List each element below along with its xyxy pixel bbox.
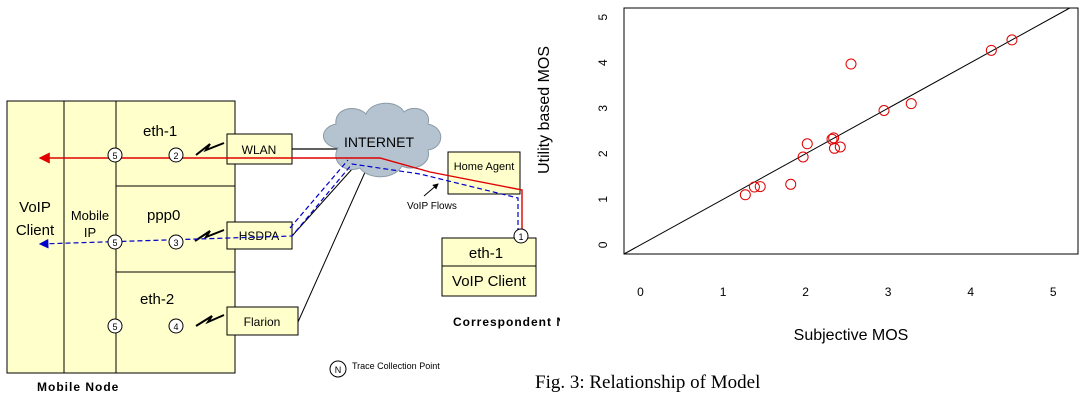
trace-point: 2 [168, 147, 184, 163]
voip-flows-label: VoIP Flows [407, 201, 457, 212]
data-point [754, 181, 766, 193]
hsdpa-box [226, 221, 293, 250]
trace-point: 5 [107, 234, 123, 250]
cn-iface-label: eth-1 [469, 245, 503, 262]
plot-frame [623, 7, 1079, 255]
trace-legend-text: Trace Collection Point [352, 361, 440, 371]
y-tick-label: 5 [596, 13, 610, 20]
y-axis-label: Utility based MOS [536, 46, 553, 174]
reference-line [623, 7, 1070, 255]
data-point [878, 105, 890, 116]
figure-caption: Fig. 3: Relationship of Model [535, 372, 761, 393]
data-point [785, 178, 797, 190]
mobile-node-title: Mobile Node [37, 380, 119, 394]
svg-text:5: 5 [112, 151, 117, 161]
network-diagram: VoIP Client Mobile IP eth-1 ppp0 eth-2 M… [6, 100, 560, 394]
mobile-ip-label-2: IP [84, 225, 96, 240]
flarion-box [226, 306, 299, 336]
wireless-bolt-1 [195, 142, 225, 156]
svg-text:5: 5 [112, 238, 117, 248]
svg-text:2: 2 [173, 151, 178, 161]
wireless-bolt-3 [195, 314, 225, 327]
data-point [828, 142, 840, 154]
trace-point: 1 [513, 228, 529, 244]
voip-client-label-2: Client [16, 222, 55, 239]
trace-point: 4 [168, 318, 184, 334]
x-tick-label: 2 [802, 285, 809, 299]
wlan-box [226, 133, 293, 165]
data-point [985, 44, 997, 56]
data-point [797, 151, 809, 163]
svg-text:4: 4 [173, 322, 178, 332]
x-axis-label: Subjective MOS [794, 327, 909, 344]
svg-text:1: 1 [518, 232, 523, 242]
data-point [845, 58, 857, 70]
flarion-label: Flarion [244, 315, 281, 329]
trace-legend-symbol [329, 360, 347, 378]
y-tick-label: 4 [596, 59, 610, 66]
voip-client-label-1: VoIP [19, 199, 51, 216]
trace-point: 5 [107, 318, 123, 334]
iface-eth2-label: eth-2 [140, 291, 174, 308]
mobile-ip-label-1: Mobile [71, 208, 109, 223]
x-tick-label: 4 [967, 285, 974, 299]
data-point [1006, 34, 1018, 46]
data-point [834, 141, 846, 153]
data-point [748, 181, 760, 193]
x-tick-label: 5 [1050, 285, 1057, 299]
wireless-bolt-2 [194, 229, 225, 242]
data-point [801, 138, 813, 150]
y-tick-label: 0 [596, 241, 610, 248]
correspondent-node-box [441, 237, 537, 297]
wlan-label: WLAN [242, 143, 277, 157]
svg-text:N: N [335, 365, 342, 375]
data-point [905, 98, 917, 110]
y-tick-label: 1 [596, 196, 610, 203]
x-tick-label: 0 [637, 285, 644, 299]
iface-eth1-label: eth-1 [143, 123, 177, 140]
y-tick-label: 2 [596, 150, 610, 157]
home-agent-label: Home Agent [454, 161, 515, 173]
data-point [739, 189, 751, 201]
correspondent-node-title: Correspondent Node [453, 315, 560, 329]
cn-client-label: VoIP Client [452, 273, 527, 290]
red-voip-flow [38, 152, 523, 241]
svg-text:5: 5 [112, 322, 117, 332]
trace-point: 3 [168, 234, 184, 250]
x-tick-label: 3 [885, 285, 892, 299]
iface-ppp0-label: ppp0 [147, 207, 180, 224]
blue-voip-flow [38, 163, 519, 249]
svg-text:3: 3 [173, 238, 178, 248]
x-tick-label: 1 [720, 285, 727, 299]
y-tick-label: 3 [596, 105, 610, 112]
hsdpa-label: HSDPA [239, 229, 279, 243]
trace-point: 5 [107, 147, 123, 163]
data-point [828, 132, 840, 144]
internet-label: INTERNET [344, 134, 414, 150]
